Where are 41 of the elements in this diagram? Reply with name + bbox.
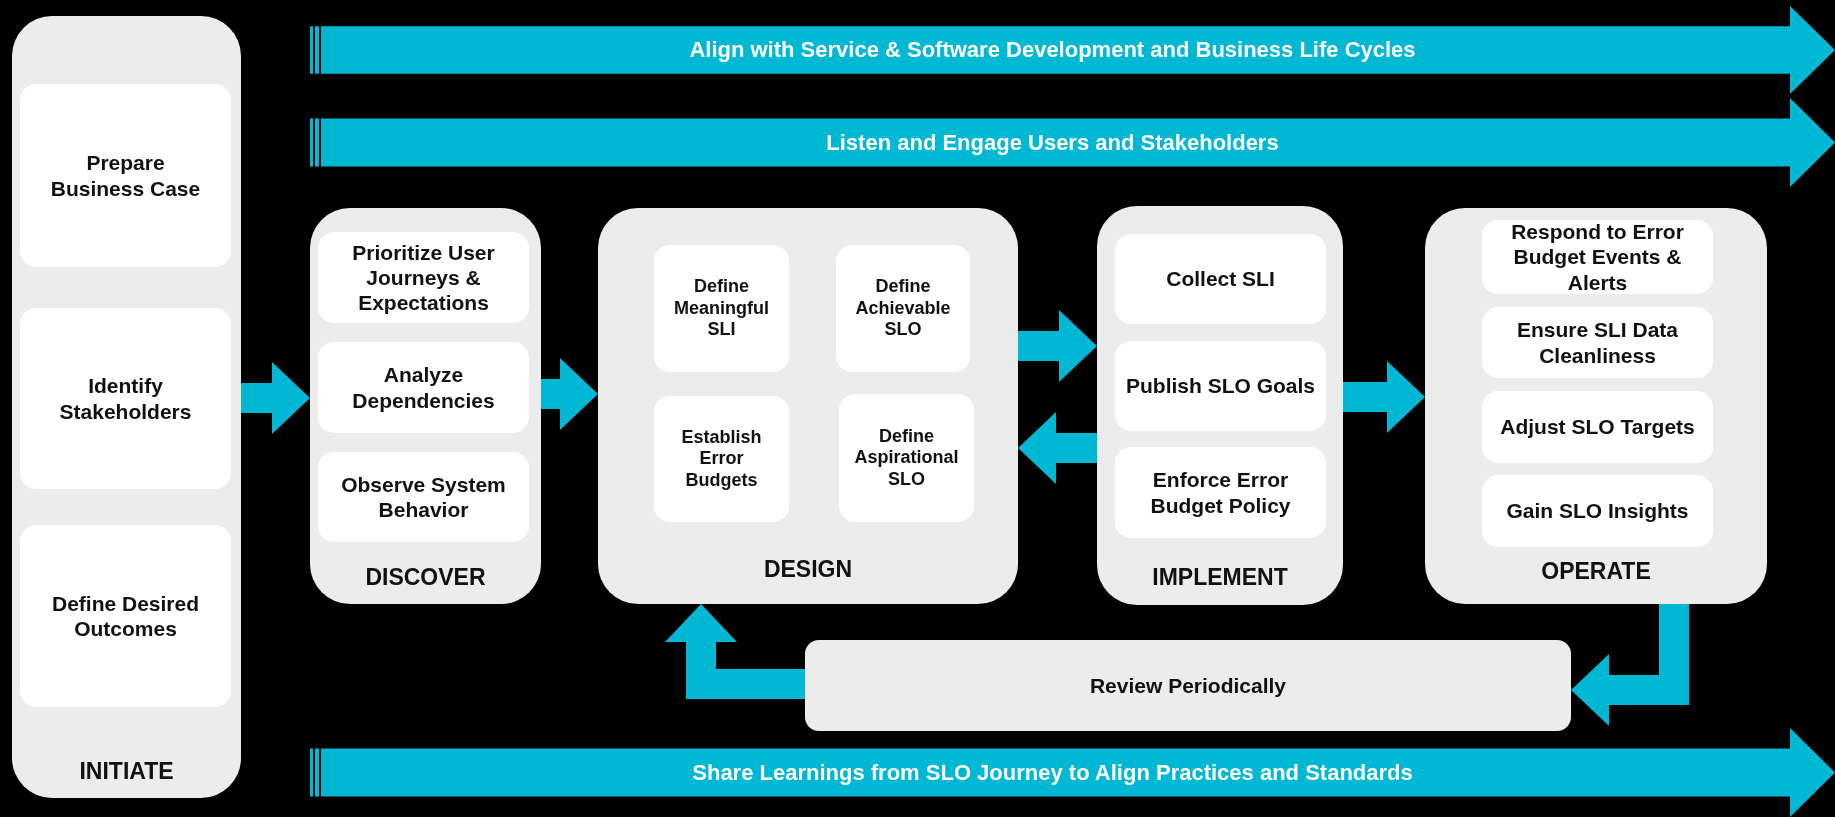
phase-label: INITIATE — [78, 758, 175, 785]
step-label: Observe System Behavior — [340, 471, 507, 523]
step-label: Collect SLI — [1166, 266, 1275, 292]
block-arrow — [241, 362, 310, 434]
step-label: Prepare Business Case — [50, 150, 201, 201]
phase-panel — [1425, 208, 1767, 604]
block-arrow — [541, 358, 598, 430]
block-arrow — [1571, 604, 1689, 726]
step-label: Respond to Error Budget Events & Alerts — [1510, 219, 1685, 295]
phase-label: DISCOVER — [364, 564, 487, 591]
step-label: Define Aspirational SLO — [853, 425, 960, 491]
phase-panel — [12, 16, 241, 798]
step-label: Analyze Dependencies — [351, 362, 496, 413]
block-arrow — [1018, 412, 1097, 484]
phase-label: IMPLEMENT — [1151, 564, 1289, 591]
banner-arrow — [310, 6, 1835, 94]
phase-panel — [598, 208, 1018, 604]
step-label: Gain SLO Insights — [1506, 498, 1689, 524]
step-label: Ensure SLI Data Cleanliness — [1515, 317, 1680, 368]
banner-text: Share Learnings from SLO Journey to Align Practices and Standards — [692, 759, 1413, 786]
review-label: Review Periodically — [1089, 672, 1287, 699]
block-arrow — [1018, 310, 1097, 382]
banner-text: Align with Service & Software Development and Business Life Cycles — [689, 37, 1416, 63]
phase-label: DESIGN — [762, 556, 854, 583]
step-label: Define Desired Outcomes — [50, 590, 201, 642]
step-label: Adjust SLO Targets — [1500, 414, 1695, 440]
step-label: Enforce Error Budget Policy — [1149, 467, 1292, 518]
phase-panel — [1097, 206, 1343, 605]
banner-text: Listen and Engage Users and Stakeholders — [826, 129, 1279, 156]
step-label: Publish SLO Goals — [1126, 373, 1315, 399]
step-label: Prioritize User Journeys & Expectations — [351, 239, 496, 316]
banner-arrow — [310, 98, 1835, 187]
review-box — [805, 640, 1571, 731]
step-label: Define Meaningful SLI — [673, 276, 770, 341]
banner-arrow — [310, 728, 1835, 817]
step-label: Identify Stakeholders — [58, 373, 193, 424]
block-arrow — [1343, 361, 1425, 433]
step-label: Establish Error Budgets — [680, 426, 763, 492]
phase-label: OPERATE — [1540, 558, 1652, 585]
phase-panel — [310, 208, 541, 604]
step-label: Define Achievable SLO — [854, 276, 952, 341]
